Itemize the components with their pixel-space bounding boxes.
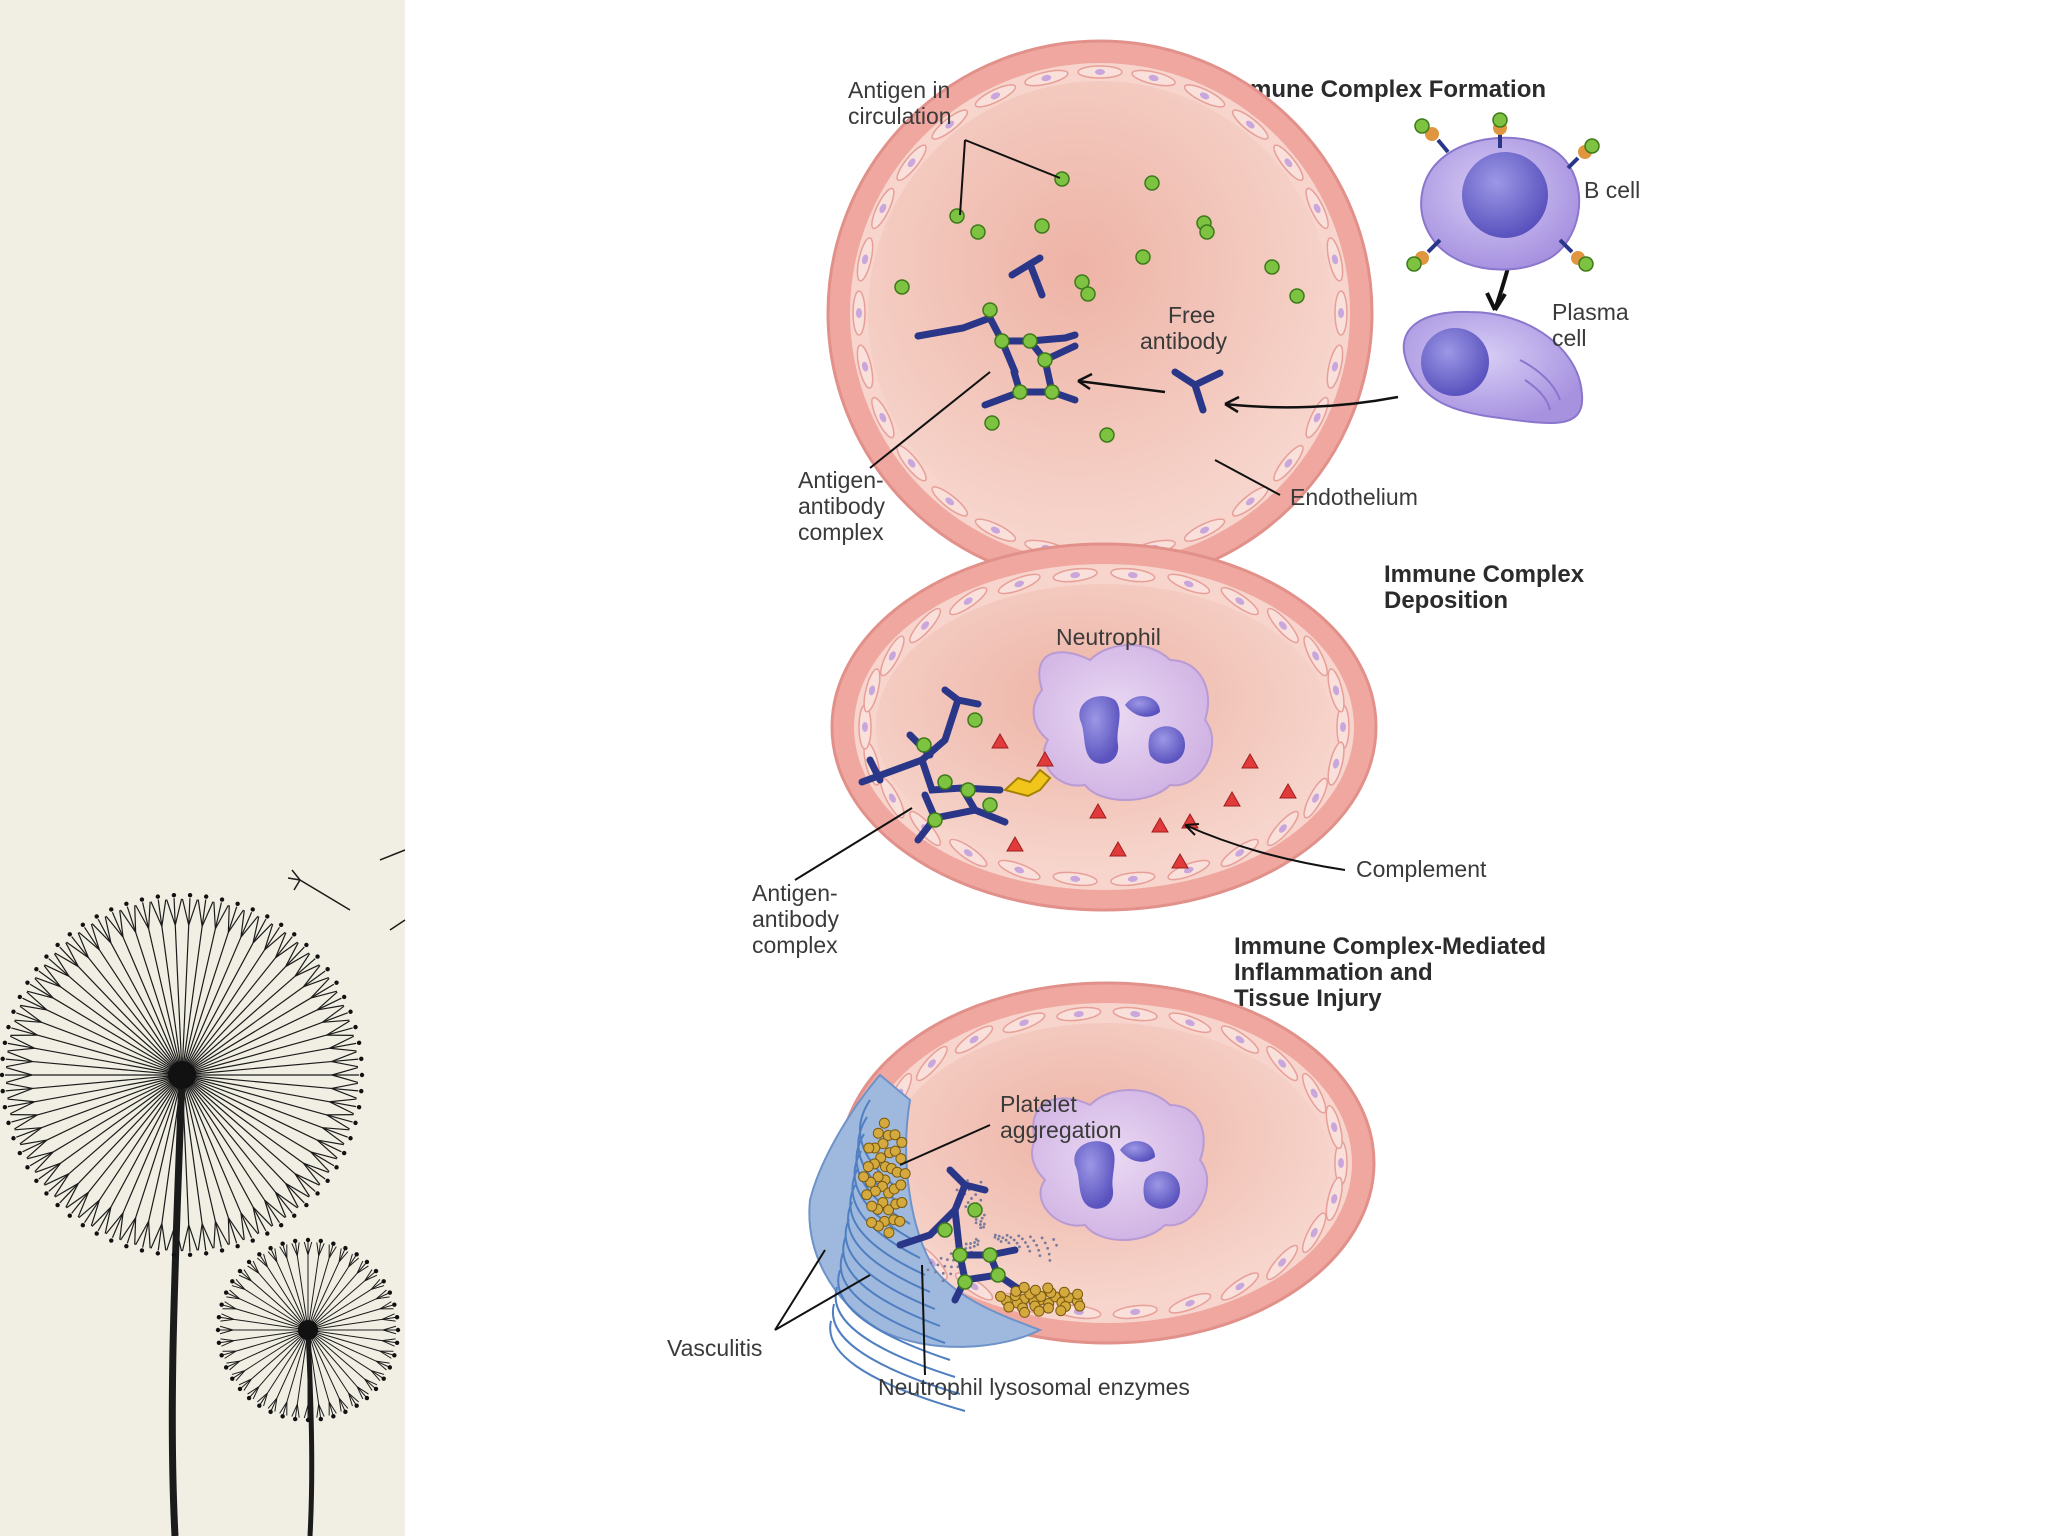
label-lysosomal-enzymes: Neutrophil lysosomal enzymes <box>878 1374 1190 1400</box>
label-complex-1a: Antigen- <box>798 467 884 493</box>
label-platelet-2: aggregation <box>1000 1117 1122 1143</box>
vessel-lumen <box>868 81 1332 545</box>
label-complement: Complement <box>1356 856 1487 882</box>
leader-vasculitis <box>774 1249 871 1331</box>
title-formation: Immune Complex Formation <box>1222 76 1546 103</box>
neutrophil-cell <box>1032 644 1214 801</box>
label-complex-2c: complex <box>752 932 838 958</box>
plasma-cell <box>1402 310 1584 425</box>
panel-immune-complex-deposition: Immune Complex Deposition <box>752 542 1585 958</box>
lysosomal-enzymes <box>926 1179 1058 1283</box>
label-plasma-cell-2: cell <box>1552 325 1587 351</box>
b-cell <box>1406 112 1600 272</box>
complement-receptor <box>1002 768 1052 798</box>
leader-endothelium <box>1214 459 1281 496</box>
leader-complex-1 <box>869 371 991 469</box>
label-endothelium: Endothelium <box>1290 484 1418 510</box>
label-free-antibody-2: antibody <box>1140 328 1227 354</box>
label-b-cell: B cell <box>1584 177 1640 203</box>
label-antigen-in-circulation-1: Antigen in <box>848 77 950 103</box>
label-antigen-in-circulation-2: circulation <box>848 103 952 129</box>
title-deposition-2: Deposition <box>1384 587 1508 614</box>
arrows-formation <box>1077 259 1512 414</box>
leader-platelet <box>899 1124 991 1166</box>
title-inflammation-2: Inflammation and <box>1234 959 1433 986</box>
free-antibody <box>1171 368 1224 414</box>
title-deposition-1: Immune Complex <box>1384 561 1585 588</box>
platelet-aggregates <box>858 1117 1086 1318</box>
label-complex-1c: complex <box>798 519 884 545</box>
panel-inflammation-tissue-injury: Immune Complex-Mediated Inflammation and… <box>667 933 1546 1412</box>
title-inflammation-3: Tissue Injury <box>1234 985 1382 1012</box>
leader-complex-2 <box>794 807 913 881</box>
label-complex-1b: antibody <box>798 493 885 519</box>
label-plasma-cell-1: Plasma <box>1552 299 1629 325</box>
decorative-side-panel <box>0 0 405 1536</box>
label-free-antibody-1: Free <box>1168 302 1215 328</box>
leader-complement <box>1184 824 1346 871</box>
leader-enzymes <box>921 1264 926 1376</box>
neutrophil-cell-3 <box>1031 1089 1209 1241</box>
label-platelet-1: Platelet <box>1000 1091 1077 1117</box>
panel-immune-complex-formation: Immune Complex Formation <box>798 39 1640 587</box>
label-complex-2b: antibody <box>752 906 839 932</box>
vasculitis-fibers <box>829 1099 966 1412</box>
label-vasculitis: Vasculitis <box>667 1335 762 1361</box>
leader-antigen <box>959 139 1061 216</box>
title-inflammation-1: Immune Complex-Mediated <box>1234 933 1546 960</box>
label-complex-2a: Antigen- <box>752 880 838 906</box>
label-neutrophil: Neutrophil <box>1056 624 1161 650</box>
dandelion-illustration <box>0 849 406 1536</box>
